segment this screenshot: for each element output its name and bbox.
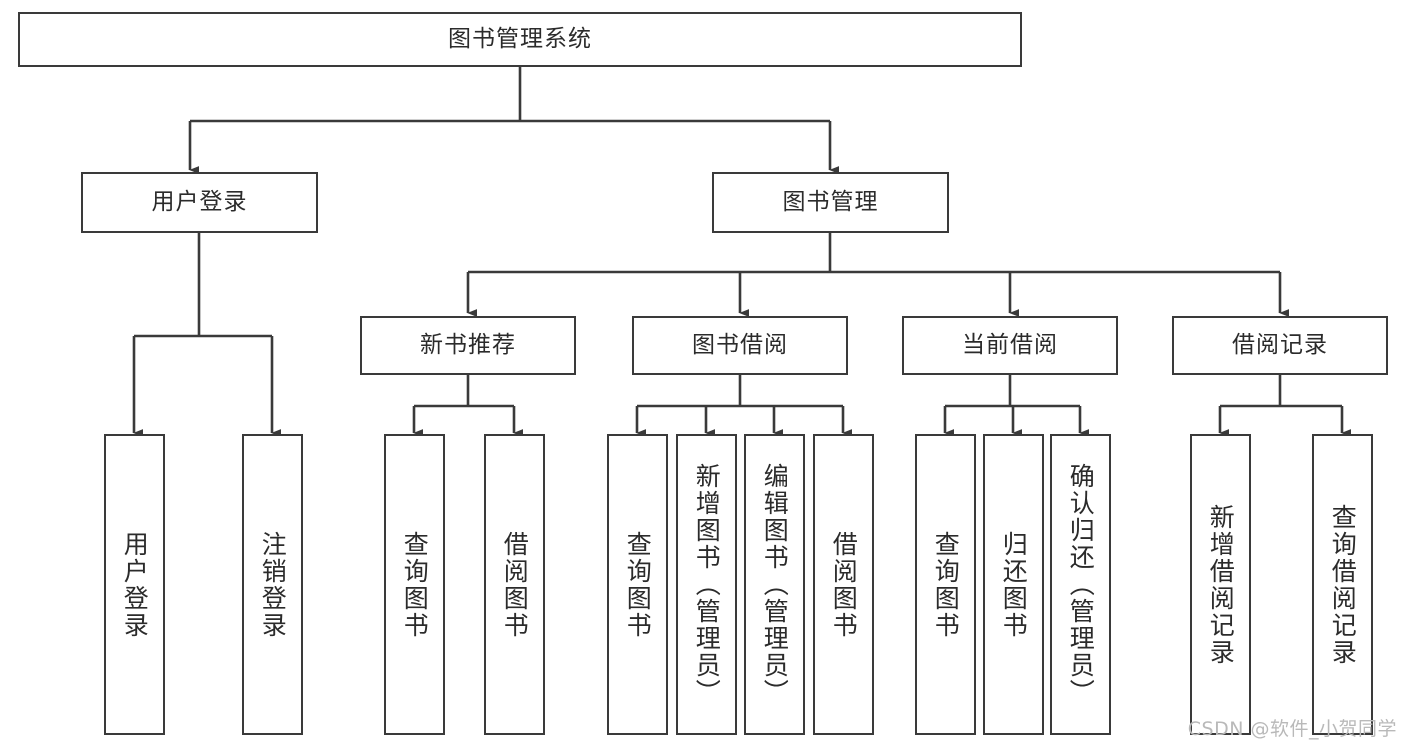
- node-label: 查询图书: [623, 530, 653, 639]
- node-label: 查询借阅记录: [1328, 503, 1358, 666]
- node-label: 借阅记录: [1232, 332, 1328, 359]
- leaf-borrow-book-borrow[interactable]: 借阅图书: [813, 434, 874, 735]
- leaf-borrow-book-recommend[interactable]: 借阅图书: [484, 434, 545, 735]
- leaf-add-book-admin[interactable]: 新增图书（管理员）: [676, 434, 737, 735]
- leaf-return-book[interactable]: 归还图书: [983, 434, 1044, 735]
- node-label: 确认归还（管理员）: [1066, 463, 1096, 706]
- node-label: 用户登录: [120, 530, 150, 639]
- node-label: 新增图书（管理员）: [692, 463, 722, 706]
- node-label: 注销登录: [258, 530, 288, 639]
- leaf-edit-book-admin[interactable]: 编辑图书（管理员）: [744, 434, 805, 735]
- node-label: 查询图书: [931, 530, 961, 639]
- node-book-borrow[interactable]: 图书借阅: [632, 316, 848, 375]
- node-label: 用户登录: [151, 189, 248, 216]
- leaf-query-book-borrow[interactable]: 查询图书: [607, 434, 668, 735]
- leaf-confirm-return-admin[interactable]: 确认归还（管理员）: [1050, 434, 1111, 735]
- node-label: 借阅图书: [829, 530, 859, 639]
- leaf-query-book-current[interactable]: 查询图书: [915, 434, 976, 735]
- node-label: 图书借阅: [692, 332, 788, 359]
- leaf-query-borrow-record[interactable]: 查询借阅记录: [1312, 434, 1373, 735]
- node-user-login[interactable]: 用户登录: [81, 172, 318, 233]
- node-label: 归还图书: [999, 530, 1029, 639]
- node-current-borrow[interactable]: 当前借阅: [902, 316, 1118, 375]
- node-label: 图书管理: [782, 189, 879, 216]
- node-label: 图书管理系统: [448, 26, 592, 53]
- leaf-logout-login[interactable]: 注销登录: [242, 434, 303, 735]
- node-label: 借阅图书: [500, 530, 530, 639]
- node-label: 查询图书: [400, 530, 430, 639]
- node-book-management-system[interactable]: 图书管理系统: [18, 12, 1022, 67]
- watermark-text: CSDN @软件_小贺同学: [1187, 718, 1397, 740]
- leaf-add-borrow-record[interactable]: 新增借阅记录: [1190, 434, 1251, 735]
- node-book-management[interactable]: 图书管理: [712, 172, 949, 233]
- node-label: 新增借阅记录: [1206, 503, 1236, 666]
- node-borrow-record[interactable]: 借阅记录: [1172, 316, 1388, 375]
- leaf-user-login[interactable]: 用户登录: [104, 434, 165, 735]
- node-label: 编辑图书（管理员）: [760, 463, 790, 706]
- node-label: 当前借阅: [962, 332, 1058, 359]
- node-label: 新书推荐: [420, 332, 516, 359]
- node-new-book-recommend[interactable]: 新书推荐: [360, 316, 576, 375]
- leaf-query-book-recommend[interactable]: 查询图书: [384, 434, 445, 735]
